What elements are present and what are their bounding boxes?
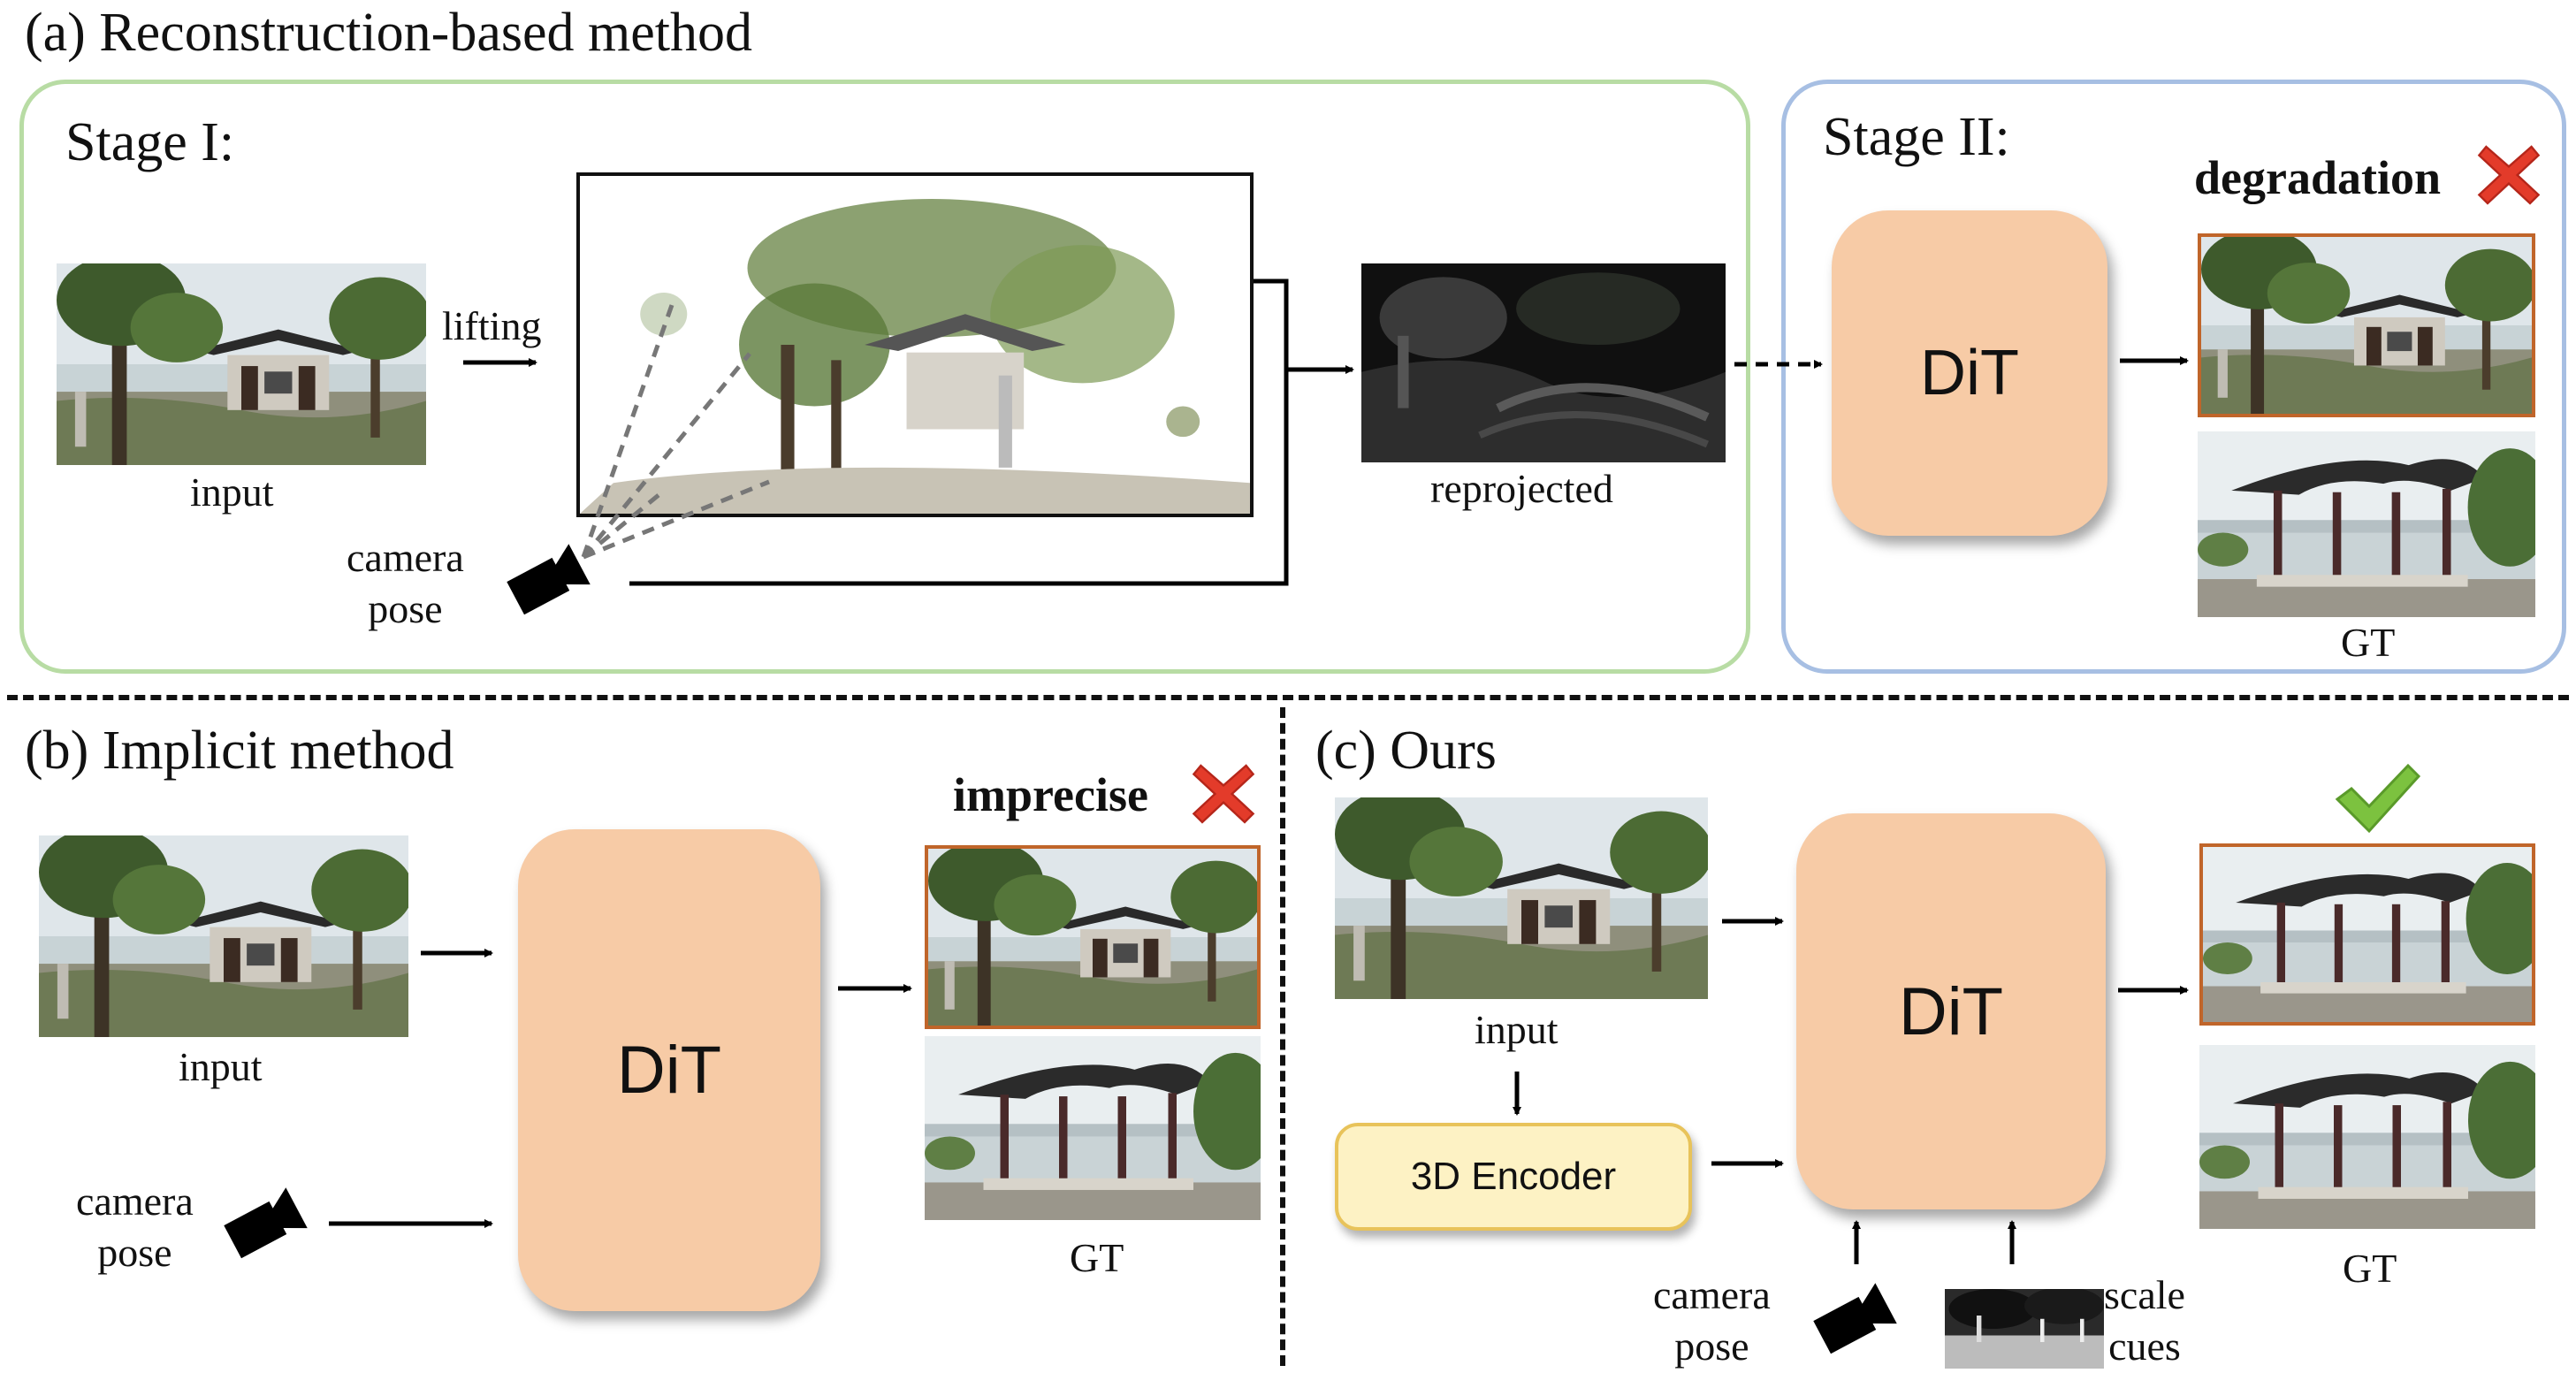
pointcloud-connector (629, 278, 1289, 586)
panel-b-output-image (925, 845, 1261, 1029)
stage1-box (19, 80, 1750, 674)
panel-c-input-label: input (1475, 1007, 1559, 1052)
frustum-line (582, 493, 660, 559)
scale-cues-label: scale cues (2104, 1270, 2185, 1371)
point-cloud-image (576, 172, 1254, 517)
imprecise-label: imprecise (953, 768, 1148, 821)
panel-c-gt-label: GT (2343, 1246, 2397, 1291)
pose-word: pose (1674, 1323, 1749, 1369)
reprojected-label: reprojected (1430, 466, 1613, 511)
frustum-line (583, 479, 770, 560)
panel-b-input-label: input (179, 1044, 263, 1089)
lifting-label: lifting (442, 303, 542, 348)
stage1-label: Stage I: (65, 112, 235, 172)
frustum-line (582, 352, 751, 559)
camera-word: camera (1653, 1272, 1771, 1317)
panel-a-camera-label: camera pose (347, 532, 464, 634)
panel-c-dit-block: DiT (1796, 813, 2106, 1209)
cues-word: cues (2108, 1323, 2181, 1369)
stage2-dit-block: DiT (1832, 210, 2107, 536)
success-check-icon (2334, 760, 2422, 836)
panel-b-title: (b) Implicit method (25, 721, 454, 781)
stage2-gt-label: GT (2341, 620, 2396, 665)
degradation-label: degradation (2194, 151, 2442, 204)
horizontal-separator (7, 695, 2569, 700)
stage2-box (1781, 80, 2566, 674)
panel-b-dit-block: DiT (518, 829, 820, 1311)
panel-a-input-label: input (190, 469, 274, 515)
pose-word: pose (97, 1229, 172, 1275)
panel-a-title: (a) Reconstruction-based method (25, 3, 752, 63)
stage2-output-image (2198, 233, 2535, 417)
stage2-label: Stage II: (1823, 107, 2010, 167)
camera-icon (502, 541, 591, 621)
panel-c-title: (c) Ours (1315, 721, 1497, 781)
panel-c-output-image (2199, 843, 2535, 1026)
3d-encoder-block: 3D Encoder (1335, 1123, 1692, 1231)
vertical-separator (1280, 707, 1285, 1366)
scale-word: scale (2104, 1272, 2185, 1317)
panel-c-camera-label: camera pose (1653, 1270, 1771, 1371)
panel-b-camera-label: camera pose (76, 1176, 194, 1278)
camera-word: camera (76, 1178, 194, 1224)
pose-word: pose (368, 585, 443, 631)
camera-word: camera (347, 535, 464, 580)
camera-icon (219, 1185, 308, 1264)
frustum-line (581, 304, 674, 558)
imprecise-cross-icon (1186, 759, 1261, 829)
camera-icon (1809, 1280, 1897, 1360)
panel-b-gt-label: GT (1070, 1235, 1124, 1280)
degradation-cross-icon (2472, 140, 2546, 210)
